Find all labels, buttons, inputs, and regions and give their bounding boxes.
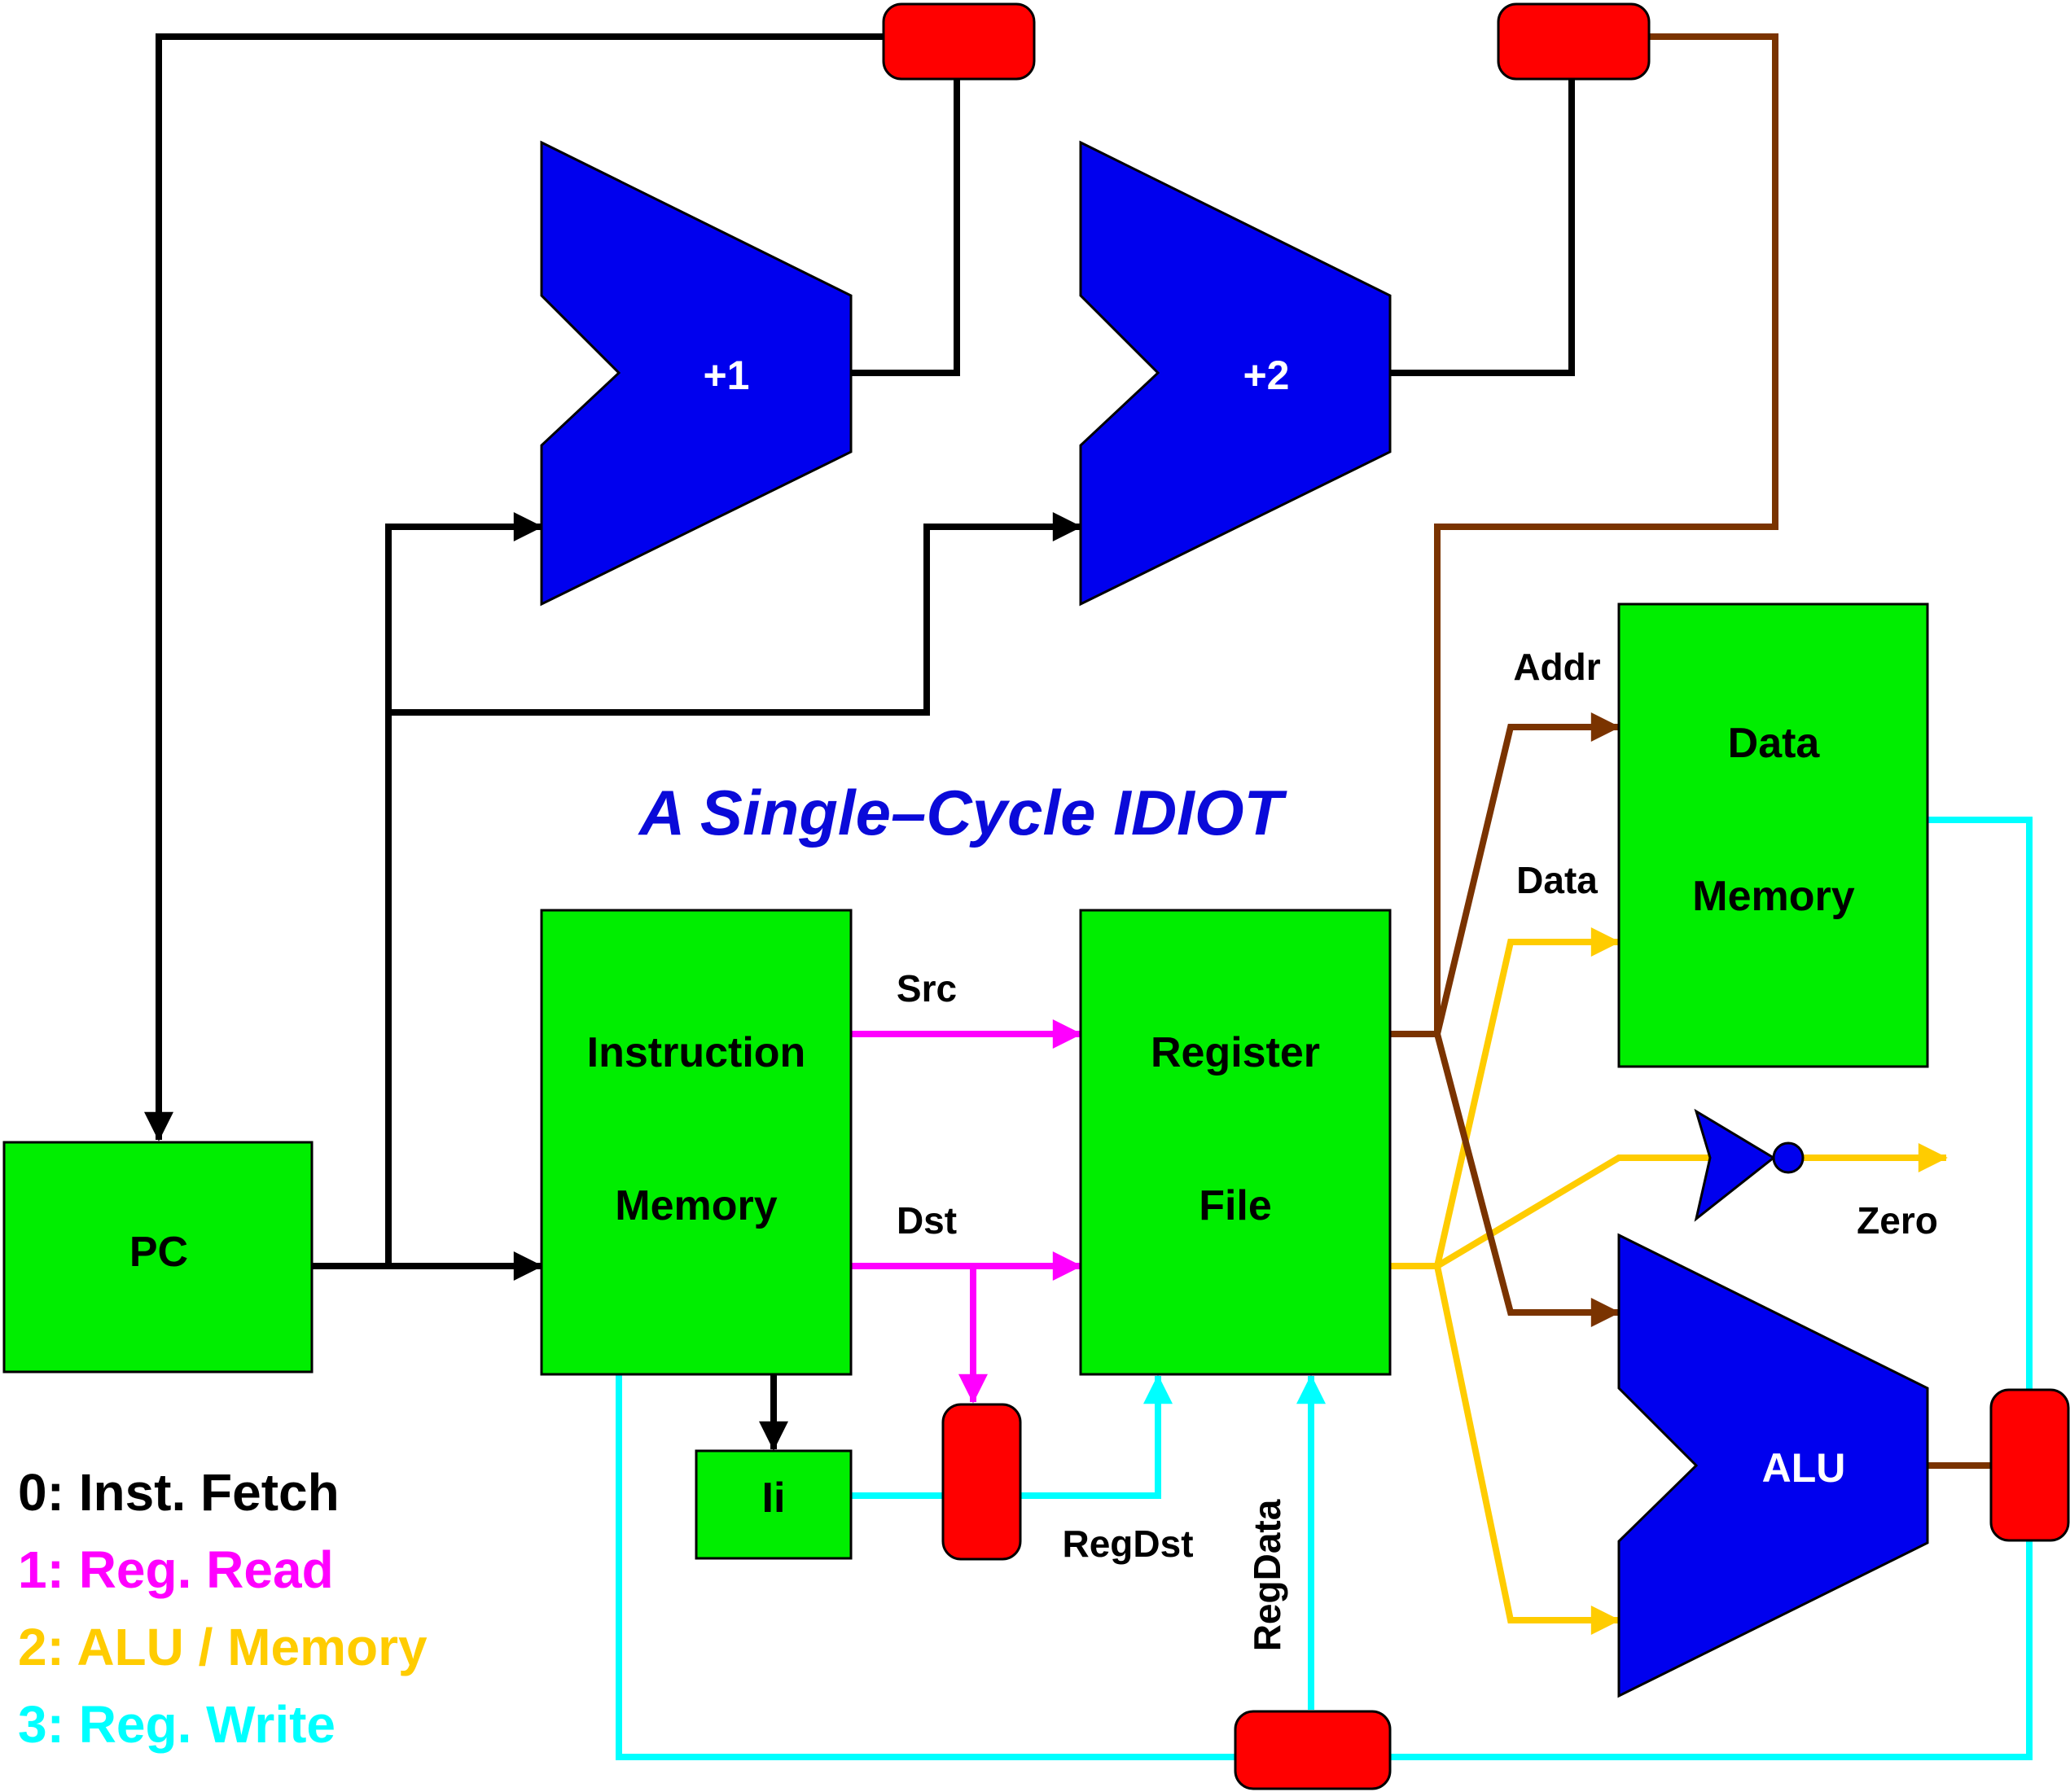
mux-top-left	[882, 2, 1036, 81]
pc-label: PC	[129, 1229, 188, 1276]
legend-item-stage1: 1: Reg. Read	[18, 1540, 334, 1599]
alu-label: ALU	[1762, 1445, 1846, 1491]
stage-legend: 0: Inst. Fetch 1: Reg. Read 2: ALU / Mem…	[18, 1463, 428, 1754]
wire-pc-to-plus1	[385, 512, 543, 1266]
dmem-label-line2: Memory	[1692, 873, 1854, 920]
wire-plus2-out	[1390, 77, 1575, 376]
ii-label: Ii	[762, 1474, 786, 1522]
legend-item-stage2: 2: ALU / Memory	[18, 1618, 428, 1676]
wire-pc-feedback	[144, 33, 884, 1141]
alu: ALU	[1617, 1233, 1929, 1698]
wire-rf-to-dmem-addr	[1434, 712, 1620, 1035]
wire-rf-to-nor	[1435, 1155, 1710, 1269]
signal-regdata-label: RegData	[1246, 1499, 1288, 1651]
adder-plus2-label: +2	[1243, 353, 1289, 398]
data-memory: Data Memory	[1617, 602, 1929, 1068]
imem-label-line2: Memory	[615, 1182, 777, 1229]
wire-dmem-to-wb	[1927, 817, 2033, 1390]
wire-rf-to-alu-b	[1434, 1265, 1620, 1635]
wire-regdst-mux-to-rf	[1020, 1374, 1173, 1499]
regfile-label-line1: Register	[1151, 1029, 1320, 1076]
mux-regdst	[941, 1403, 1022, 1561]
adder-plus1-label: +1	[703, 353, 749, 398]
ii-register: Ii	[695, 1449, 853, 1560]
signal-src-label: Src	[897, 967, 957, 1010]
wire-rf-to-alu-a	[1434, 1032, 1620, 1327]
diagram-title: A Single–Cycle IDIOT	[638, 777, 1288, 848]
legend-item-stage3: 3: Reg. Write	[18, 1695, 335, 1754]
signal-addr-label: Addr	[1513, 646, 1600, 688]
register-file: Register File	[1079, 909, 1392, 1376]
signal-regdst-label: RegDst	[1062, 1523, 1193, 1565]
mux-top-right	[1497, 2, 1651, 81]
adder-plus1: +1	[540, 140, 853, 607]
mux-regdata	[1234, 1710, 1392, 1790]
imem-label-line1: Instruction	[587, 1029, 806, 1076]
wire-rf-to-dmem-data	[1434, 927, 1620, 1267]
signal-zero-label: Zero	[1857, 1199, 1938, 1242]
mux-alu-out	[1989, 1388, 2070, 1542]
instruction-memory: Instruction Memory	[540, 909, 853, 1376]
pc-block: PC	[2, 1141, 314, 1374]
dmem-label-line1: Data	[1728, 720, 1821, 767]
wire-next-pc-path	[1434, 33, 1778, 1034]
legend-item-stage0: 0: Inst. Fetch	[18, 1463, 340, 1522]
zero-nor-gate	[1694, 1108, 1805, 1222]
adder-plus2: +2	[1079, 140, 1392, 607]
signal-dst-label: Dst	[897, 1199, 957, 1242]
signal-data-label: Data	[1516, 859, 1598, 901]
wire-plus1-out	[851, 77, 960, 376]
regfile-label-line2: File	[1199, 1182, 1272, 1229]
wire-pc-to-plus2	[388, 512, 1082, 716]
